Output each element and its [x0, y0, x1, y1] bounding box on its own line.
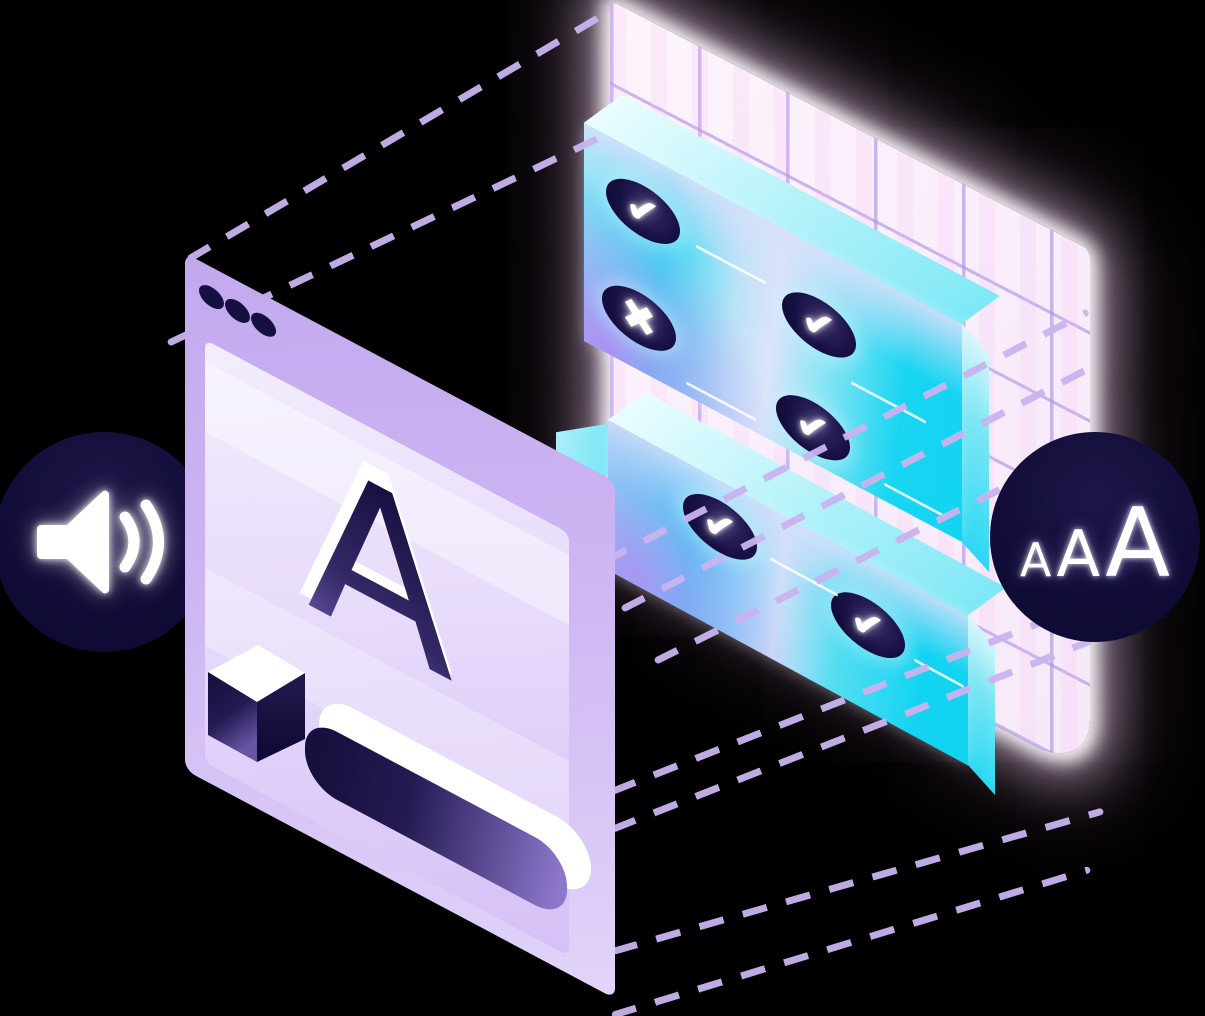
- dashed-guide-line: [612, 807, 1105, 955]
- browser-window: A A: [185, 253, 615, 999]
- check-icon: ✔: [801, 290, 837, 359]
- check-badge: ✔: [782, 279, 856, 371]
- cube-top-face: [208, 645, 305, 702]
- window-dot: [199, 280, 224, 314]
- dashed-guide-line: [610, 865, 1092, 1016]
- check-badge: ✔: [831, 579, 905, 672]
- text-line: [696, 244, 766, 285]
- font-letter-small: A: [1019, 532, 1052, 587]
- cube-left-face: [208, 672, 257, 762]
- cube-right-face: [257, 673, 305, 762]
- window-dot: [225, 294, 250, 328]
- check-icon: ✔: [625, 177, 661, 245]
- font-letter-medium: A: [1056, 517, 1101, 592]
- window-dot: [251, 308, 276, 342]
- check-icon: ✔: [850, 590, 886, 659]
- cross-icon: ✖: [621, 283, 657, 352]
- window-titlebar-dots: [199, 280, 277, 342]
- dashed-guide-line: [186, 5, 617, 263]
- font-size-letters: A A A: [1020, 483, 1170, 592]
- cross-badge: ✖: [602, 272, 676, 364]
- font-size-circle: A A A: [990, 432, 1200, 642]
- font-letter-large: A: [1105, 488, 1171, 599]
- cube-3d: [208, 645, 305, 762]
- check-badge: ✔: [606, 165, 680, 258]
- speaker-icon: [37, 490, 164, 594]
- audio-circle: [0, 432, 214, 652]
